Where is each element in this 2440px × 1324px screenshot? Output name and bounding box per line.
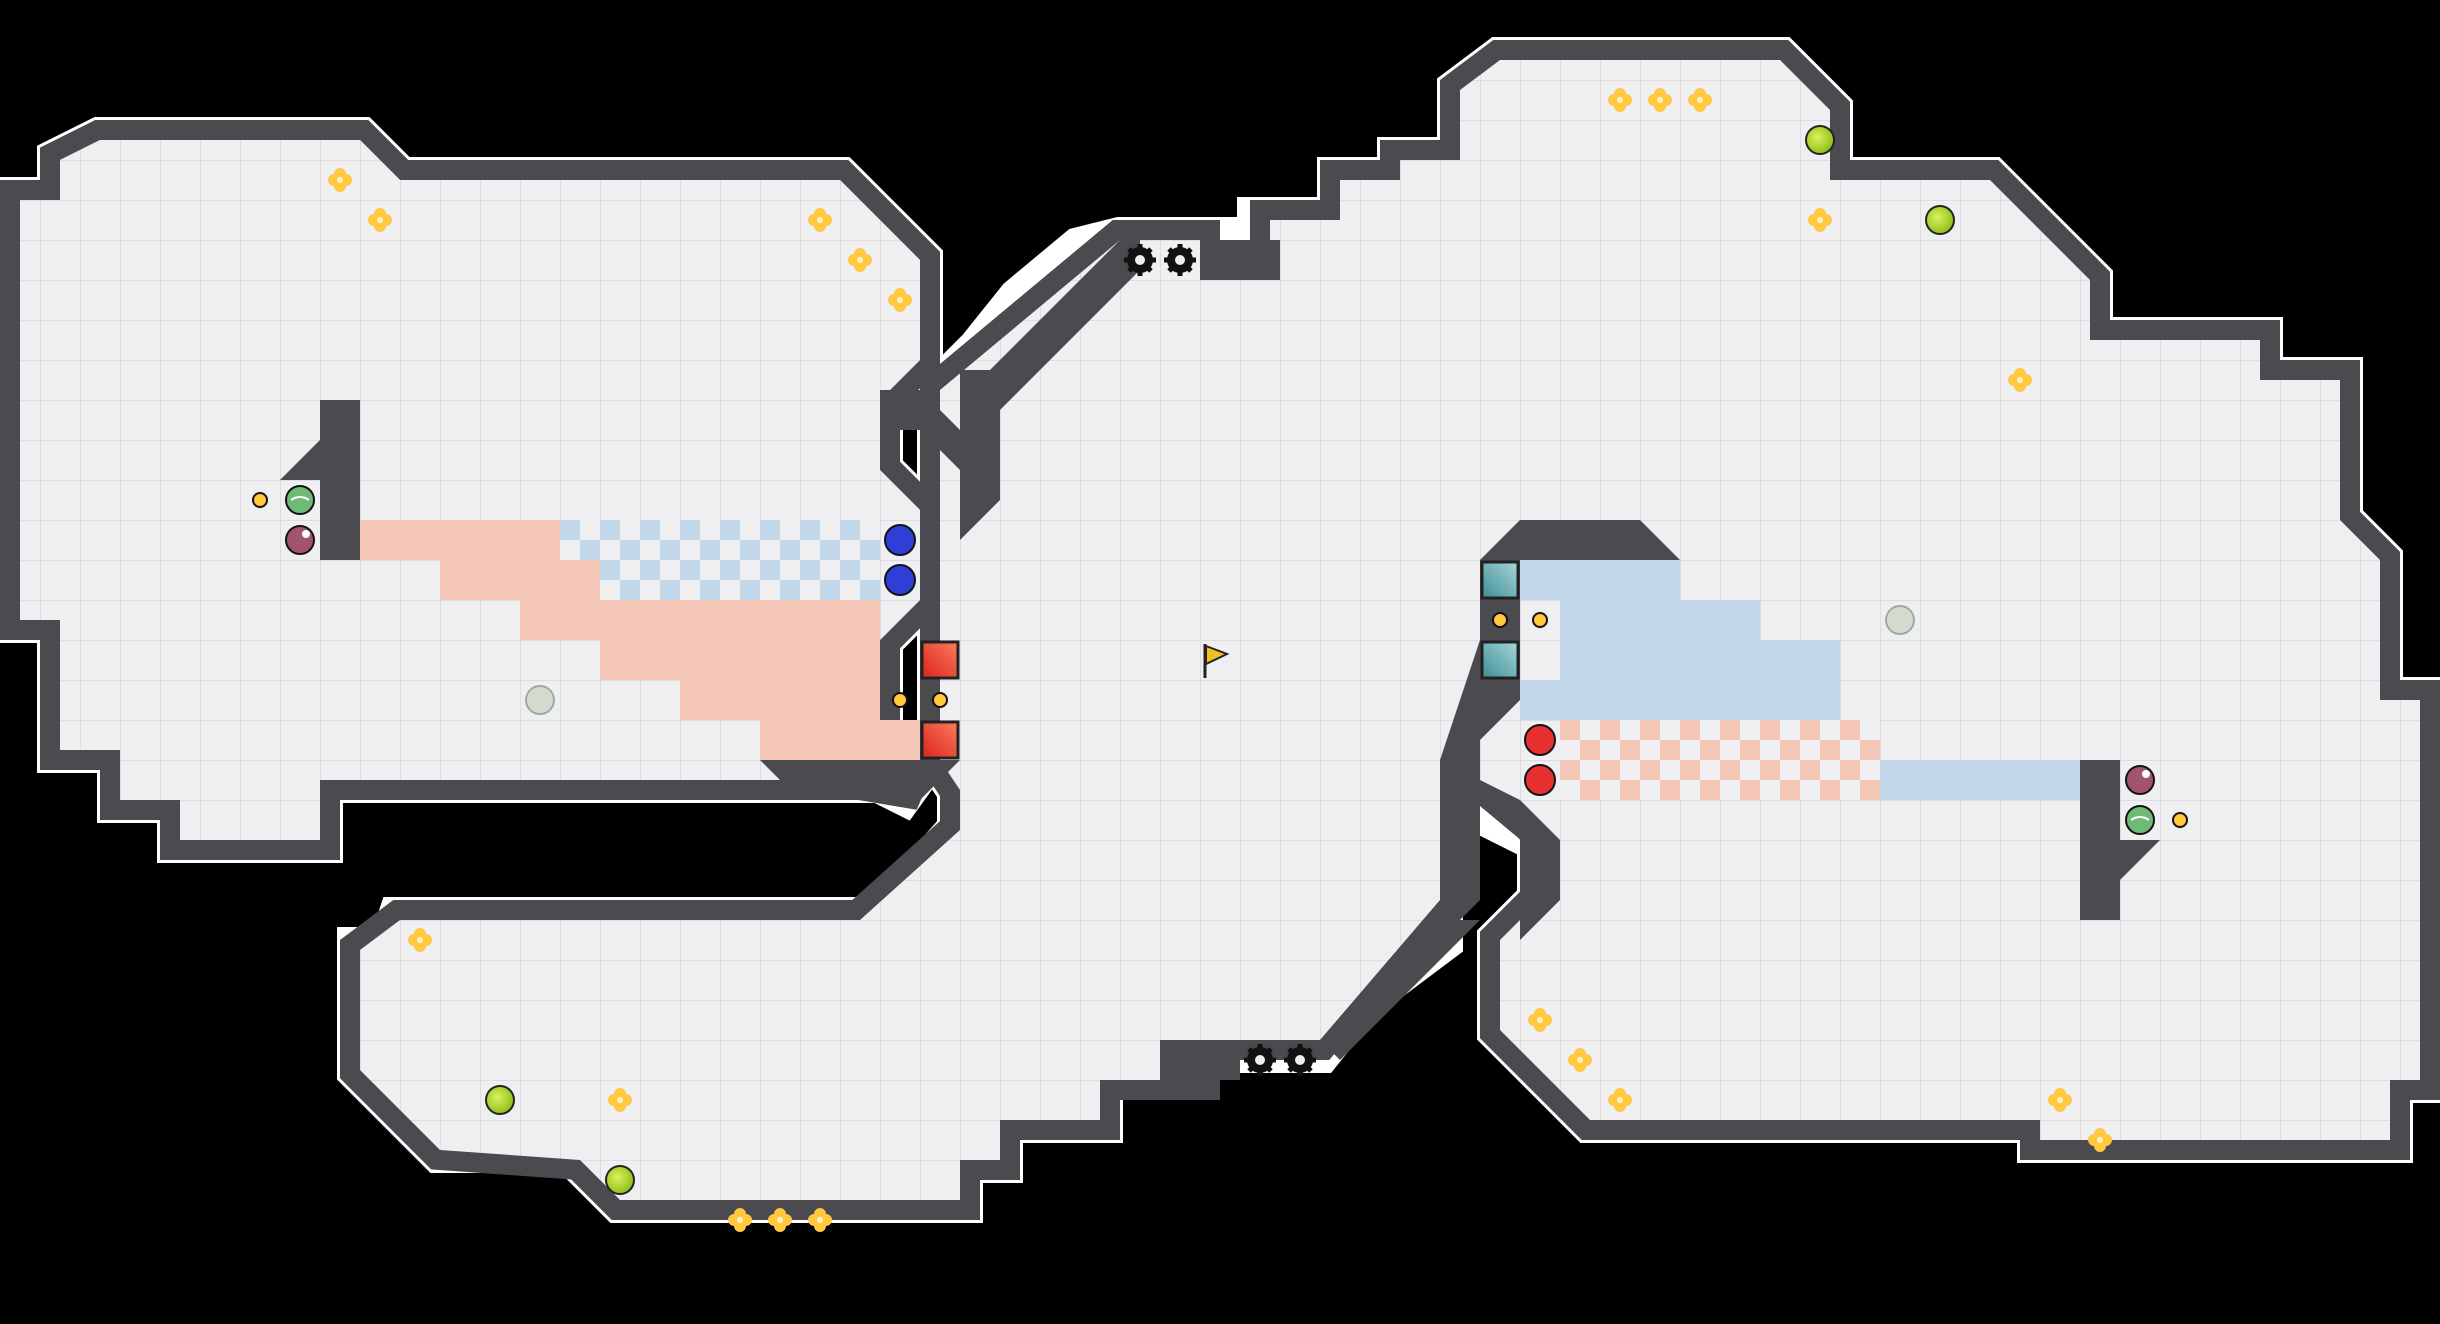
- red-zone-left: [360, 520, 920, 760]
- lime-orbs: [485, 125, 1955, 1195]
- green-creature: [2125, 805, 2155, 835]
- ghost-orb: [525, 685, 555, 715]
- purple-creature: [2125, 765, 2155, 795]
- blue-switch[interactable]: [884, 564, 916, 596]
- pellets: [252, 492, 2188, 828]
- blue-switch[interactable]: [884, 524, 916, 556]
- lime-orb: [485, 1085, 515, 1115]
- purple-creature: [285, 525, 315, 555]
- blue-checker-left: [560, 520, 880, 600]
- red-gate: [920, 640, 960, 680]
- finish-flag-icon[interactable]: [1203, 644, 1230, 678]
- red-switch[interactable]: [1524, 764, 1556, 796]
- teal-gate: [1480, 640, 1520, 680]
- red-switch[interactable]: [1524, 724, 1556, 756]
- red-gate: [920, 720, 960, 760]
- lime-orb: [1925, 205, 1955, 235]
- red-checker-right: [1560, 720, 1880, 800]
- teal-gate: [1480, 560, 1520, 600]
- ghost-orb: [1885, 605, 1915, 635]
- green-creature: [285, 485, 315, 515]
- inner-walls: [280, 240, 2160, 1080]
- lime-orb: [605, 1165, 635, 1195]
- lime-orb: [1805, 125, 1835, 155]
